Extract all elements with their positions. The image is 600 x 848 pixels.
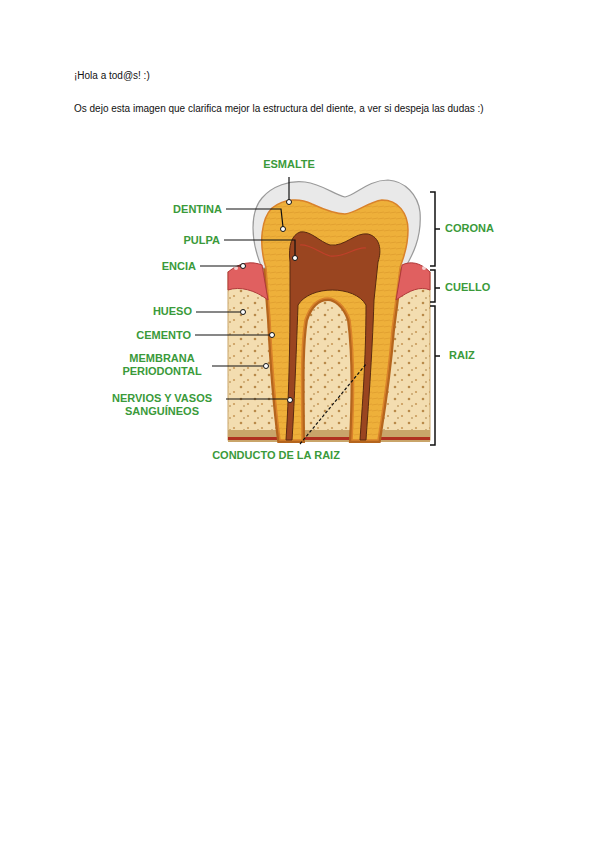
part-label: ENCIA	[162, 260, 196, 273]
intro-text: Os dejo esta imagen que clarifica mejor …	[74, 103, 484, 115]
part-label: CONDUCTO DE LA RAIZ	[212, 449, 340, 462]
part-label: NERVIOS Y VASOS SANGUÍNEOS	[100, 392, 224, 418]
gum	[228, 263, 268, 300]
greeting-text: ¡Hola a tod@s! :)	[74, 70, 150, 82]
pulp-vessels	[300, 245, 366, 256]
brackets	[430, 192, 440, 445]
picture-ground	[228, 155, 515, 470]
part-label: CEMENTO	[136, 329, 191, 342]
dentin	[262, 200, 408, 440]
leader-lines	[195, 177, 367, 444]
gum	[396, 263, 430, 300]
region-label: CUELLO	[445, 281, 490, 294]
part-label: ESMALTE	[263, 158, 315, 171]
periodontal-membrane	[262, 200, 408, 440]
pulp	[286, 232, 380, 440]
part-label: PULPA	[184, 234, 220, 247]
part-label: DENTINA	[173, 203, 222, 216]
bone-base	[228, 430, 430, 442]
vessel-line	[228, 437, 430, 440]
leader-dots	[241, 200, 298, 403]
part-label: MEMBRANA PERIODONTAL	[116, 352, 208, 378]
region-label: RAIZ	[449, 349, 475, 362]
part-label: HUESO	[153, 305, 192, 318]
region-label: CORONA	[445, 222, 494, 235]
